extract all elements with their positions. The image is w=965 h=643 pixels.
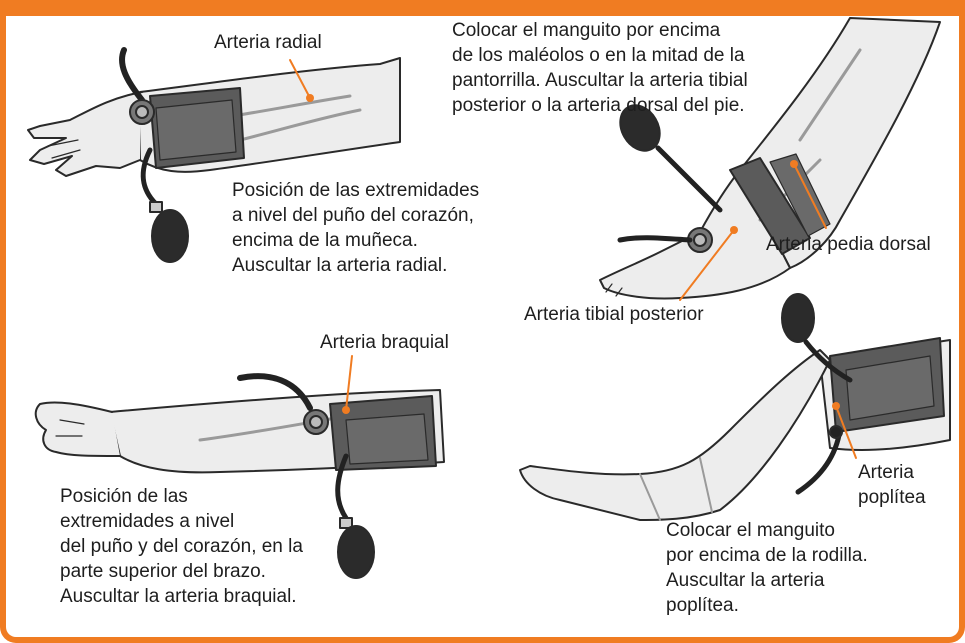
caption-ankle: Colocar el manguito por encima de los ma…: [452, 18, 748, 118]
caption-wrist: Posición de las extremidades a nivel del…: [232, 178, 479, 278]
label-arteria-pedia-dorsal: Arteria pedia dorsal: [766, 232, 931, 257]
label-arteria-tibial-posterior: Arteria tibial posterior: [524, 302, 704, 327]
caption-knee: Colocar el manguito por encima de la rod…: [666, 518, 868, 618]
label-arteria-poplitea: Arteria poplítea: [858, 460, 926, 510]
label-arteria-radial: Arteria radial: [214, 30, 322, 55]
label-arteria-braquial: Arteria braquial: [320, 330, 449, 355]
caption-arm: Posición de las extremidades a nivel del…: [60, 484, 303, 609]
